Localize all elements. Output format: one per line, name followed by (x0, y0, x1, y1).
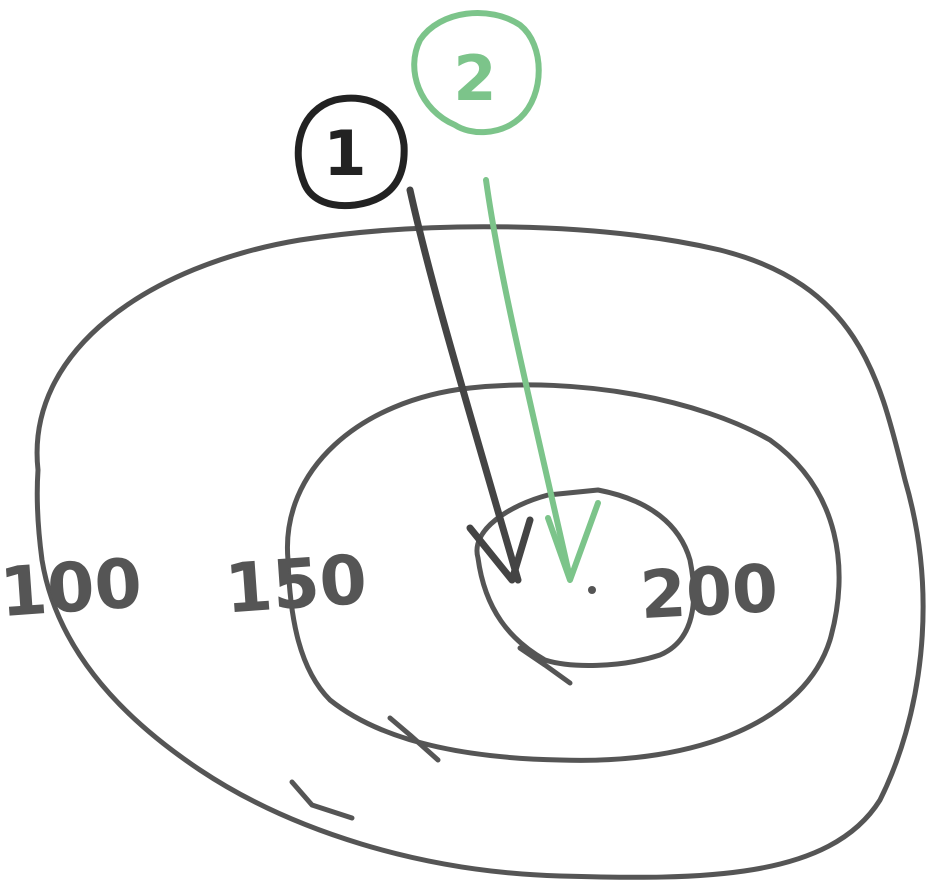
contour-line-inner (474, 487, 697, 668)
marker-1-circle (294, 94, 408, 210)
arrow-2-shaft (483, 177, 573, 581)
contour-label-outer: 100 (0, 544, 144, 633)
contour-label-middle: 150 (222, 541, 369, 630)
arrow-1-shaft (406, 186, 522, 584)
contour-label-inner: 200 (638, 550, 780, 634)
contour-tick-inner (517, 645, 573, 686)
marker-2-circle (411, 10, 542, 136)
summit-point (588, 586, 596, 594)
contour-tick-middle (387, 715, 441, 763)
marker-1-label: 1 (323, 117, 366, 190)
arrow-1-head (466, 516, 534, 584)
contour-tick-outer (289, 779, 355, 821)
contour-line-outer (34, 224, 926, 880)
arrow-2-head (545, 500, 601, 583)
marker-2-label: 2 (453, 42, 496, 115)
